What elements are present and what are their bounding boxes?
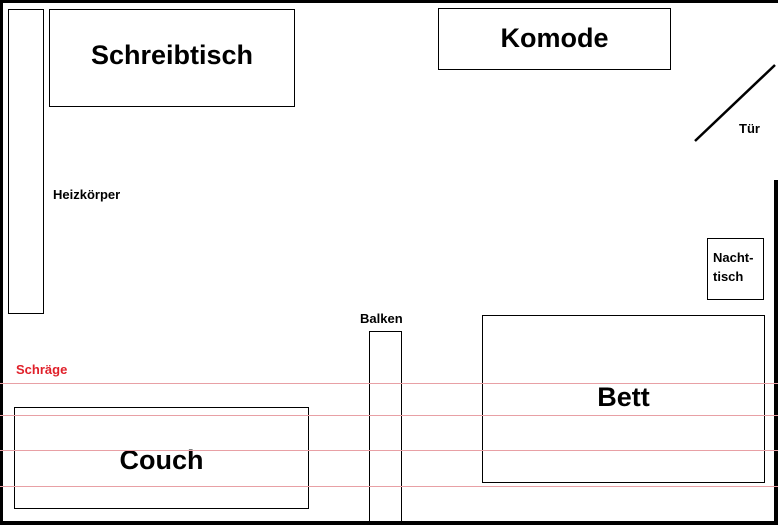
desk: [49, 9, 295, 107]
bed-label: Bett: [597, 382, 650, 412]
radiator: [8, 9, 44, 314]
dresser-label: Komode: [500, 23, 609, 53]
slope-line: [0, 486, 778, 487]
slope-line: [0, 383, 778, 384]
nightstand-label-line2: tisch: [713, 269, 744, 284]
wall-left: [0, 0, 3, 525]
door-label: Tür: [739, 121, 760, 136]
desk-label: Schreibtisch: [90, 40, 254, 70]
nightstand: [707, 238, 764, 300]
wall-bottom: [0, 521, 778, 525]
wall-right-lower: [774, 180, 778, 525]
nightstand-label-line1: Nacht-: [713, 250, 754, 265]
slope-label: Schräge: [16, 362, 68, 377]
bed: [482, 315, 765, 483]
wall-top: [0, 0, 778, 3]
couch: [14, 407, 309, 509]
beam: [369, 331, 402, 525]
beam-label: Balken: [360, 311, 403, 326]
dresser: [438, 8, 671, 70]
slope-line: [0, 450, 778, 451]
radiator-label: Heizkörper: [53, 187, 121, 202]
slope-line: [0, 415, 778, 416]
couch-label: Couch: [119, 445, 204, 475]
